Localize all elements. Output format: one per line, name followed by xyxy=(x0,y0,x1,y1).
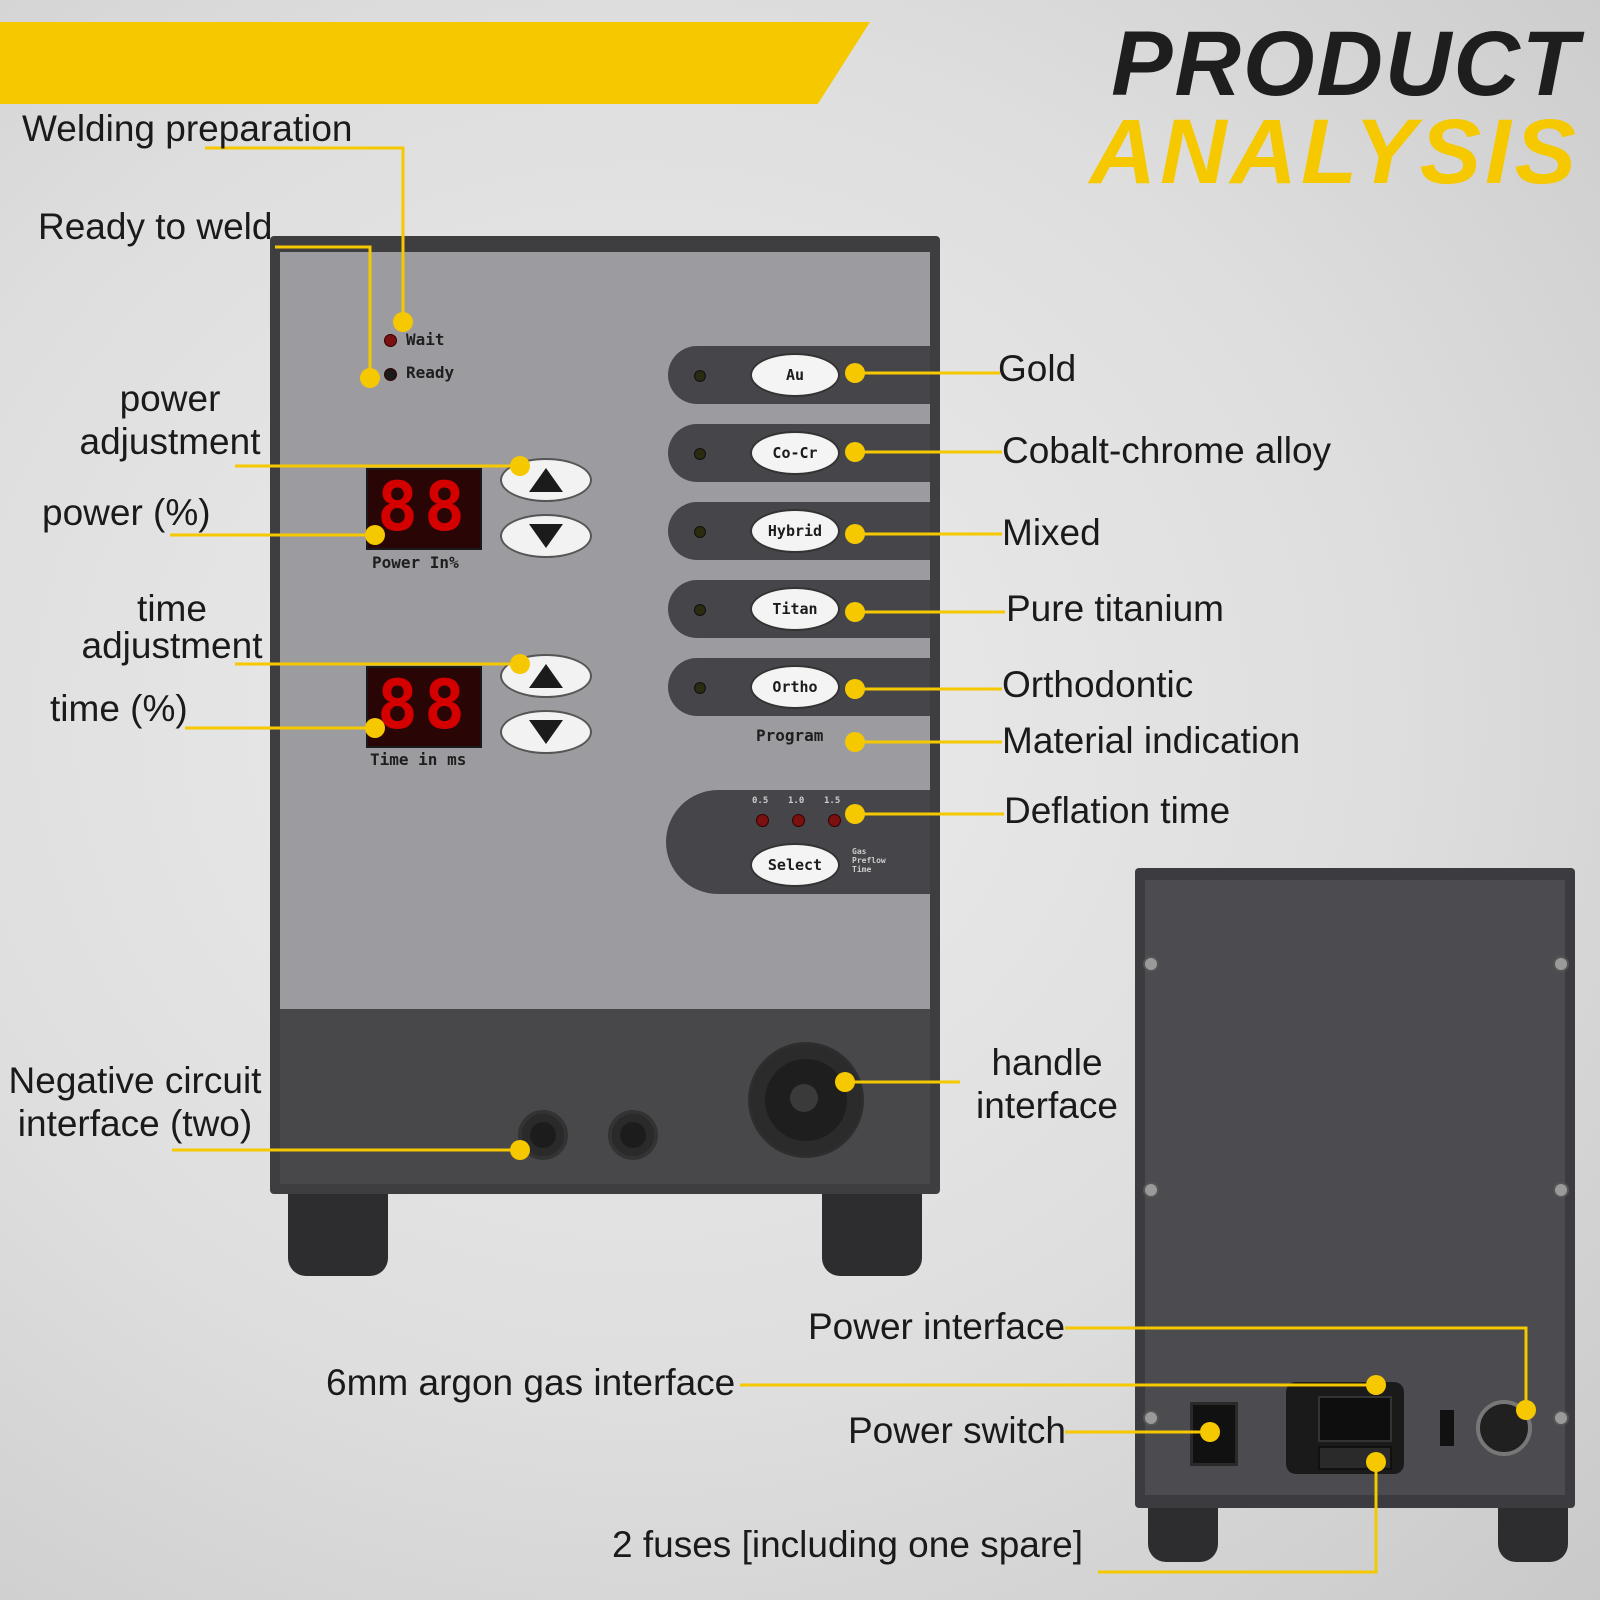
power-up-button[interactable] xyxy=(500,458,592,502)
label-fuses: 2 fuses [including one spare] xyxy=(612,1524,1084,1565)
material-button-au[interactable]: Au xyxy=(750,353,840,397)
time-display: 88 xyxy=(366,666,482,748)
wait-led xyxy=(384,334,397,347)
label-power-percent: power (%) xyxy=(42,492,211,533)
rear-screw xyxy=(1143,1182,1159,1198)
wait-led-label: Wait xyxy=(406,330,445,349)
program-label: Program xyxy=(756,726,824,745)
label-power-interface: Power interface xyxy=(808,1306,1066,1347)
negative-socket-2[interactable] xyxy=(608,1110,658,1160)
rear-foot-right xyxy=(1498,1508,1568,1562)
deflation-led-2 xyxy=(792,814,805,827)
material-button-cocr[interactable]: Co-Cr xyxy=(750,431,840,475)
gas-preflow-caption: Gas Preflow Time xyxy=(852,847,886,874)
rear-foot-left xyxy=(1148,1508,1218,1562)
deflation-step-2: 1.0 xyxy=(788,796,805,806)
material-button-titan[interactable]: Titan xyxy=(750,587,840,631)
power-caption: Power In% xyxy=(372,553,459,572)
label-welding-preparation: Welding preparation xyxy=(22,108,353,149)
material-led-titan xyxy=(694,604,706,616)
title-product: PRODUCT xyxy=(1111,13,1580,115)
material-led-ortho xyxy=(694,682,706,694)
header-banner xyxy=(0,22,870,104)
label-pure-titanium: Pure titanium xyxy=(1006,588,1224,629)
deflation-step-3: 1.5 xyxy=(824,796,841,806)
up-arrow-icon xyxy=(529,664,563,688)
title-analysis: ANALYSIS xyxy=(1089,101,1580,203)
rear-screw xyxy=(1553,1410,1569,1426)
time-down-button[interactable] xyxy=(500,710,592,754)
ready-led xyxy=(384,368,397,381)
rear-screw xyxy=(1553,956,1569,972)
rear-screw xyxy=(1143,956,1159,972)
rear-vent-slot xyxy=(1440,1410,1454,1446)
down-arrow-icon xyxy=(529,720,563,744)
device-foot-left xyxy=(288,1194,388,1276)
label-handle-interface: handle interface xyxy=(976,1042,1118,1126)
power-inlet[interactable] xyxy=(1318,1396,1392,1442)
deflation-led-3 xyxy=(828,814,841,827)
material-button-hybrid[interactable]: Hybrid xyxy=(750,509,840,553)
label-time-adjustment: time adjustment xyxy=(81,588,263,666)
rear-screw xyxy=(1143,1410,1159,1426)
ready-led-label: Ready xyxy=(406,363,455,382)
material-led-hybrid xyxy=(694,526,706,538)
material-led-au xyxy=(694,370,706,382)
label-orthodontic: Orthodontic xyxy=(1002,664,1194,705)
label-deflation-time: Deflation time xyxy=(1004,790,1231,831)
deflation-led-1 xyxy=(756,814,769,827)
time-caption: Time in ms xyxy=(370,750,467,769)
power-down-button[interactable] xyxy=(500,514,592,558)
device-foot-right xyxy=(822,1194,922,1276)
rear-screw xyxy=(1553,1182,1569,1198)
handle-connector-center xyxy=(790,1084,818,1112)
up-arrow-icon xyxy=(529,468,563,492)
label-ready-to-weld: Ready to weld xyxy=(38,206,273,247)
fuse-drawer[interactable] xyxy=(1318,1446,1392,1470)
label-cobalt-chrome: Cobalt-chrome alloy xyxy=(1002,430,1332,471)
label-gold: Gold xyxy=(998,348,1077,389)
label-power-adjustment: power adjustment xyxy=(79,378,261,462)
label-mixed: Mixed xyxy=(1002,512,1101,553)
label-negative-circuit: Negative circuit interface (two) xyxy=(8,1060,262,1144)
label-material-indication: Material indication xyxy=(1002,720,1301,761)
power-display: 88 xyxy=(366,468,482,550)
label-time-percent: time (%) xyxy=(50,688,188,729)
label-power-switch: Power switch xyxy=(848,1410,1066,1451)
select-button[interactable]: Select xyxy=(750,843,840,887)
deflation-step-1: 0.5 xyxy=(752,796,769,806)
material-button-ortho[interactable]: Ortho xyxy=(750,665,840,709)
label-argon-interface: 6mm argon gas interface xyxy=(326,1362,736,1403)
down-arrow-icon xyxy=(529,524,563,548)
material-led-cocr xyxy=(694,448,706,460)
